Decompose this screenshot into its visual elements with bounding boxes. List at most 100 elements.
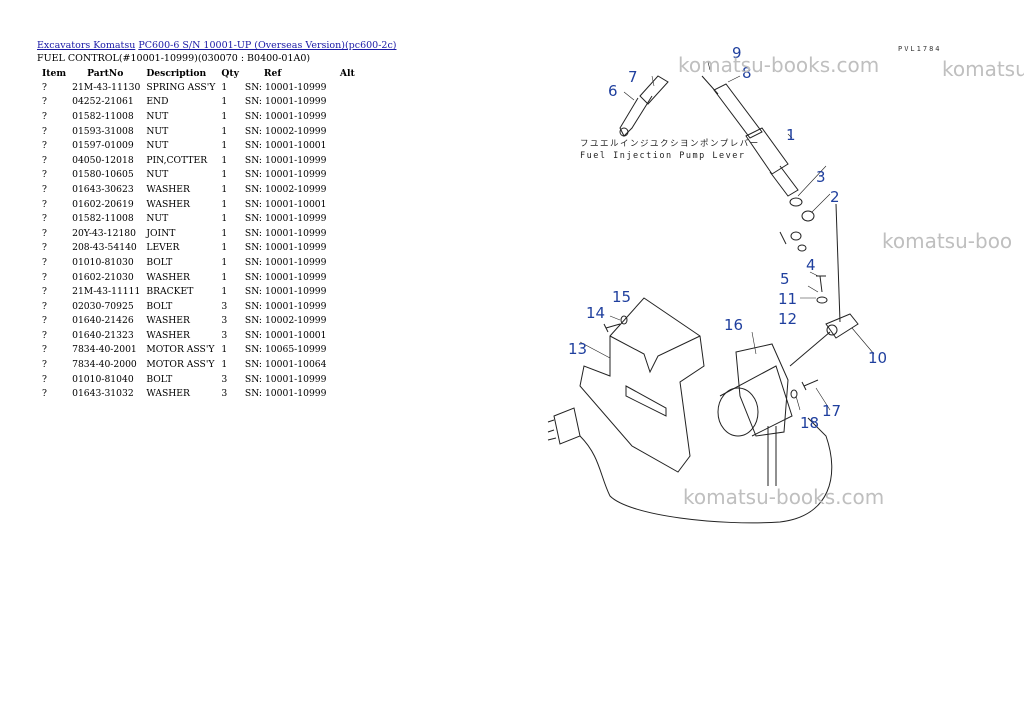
cell-partno: 01010-81030 (72, 256, 134, 268)
cell-partno: 20Y-43-12180 (72, 227, 136, 239)
cell-item: ? (42, 271, 47, 283)
breadcrumb-link-excavators[interactable]: Excavators Komatsu (37, 40, 136, 51)
cell-qty: 3 (221, 373, 228, 385)
cell-item: ? (42, 359, 47, 371)
cell-description: SPRING ASS'Y (146, 81, 216, 93)
header-description: Description (146, 67, 207, 79)
parts-diagram: フユエルインジユクシヨンポンプレバー Fuel Injection Pump L… (547, 44, 887, 524)
cell-description: WASHER (146, 198, 190, 210)
cell-item: ? (42, 344, 47, 356)
bolt-14 (603, 323, 621, 333)
cell-description: NUT (146, 110, 169, 122)
cell-description: NUT (146, 169, 169, 181)
cell-item: ? (42, 81, 47, 93)
cell-ref: SN: 10001-10999 (244, 154, 327, 166)
cell-qty: 1 (221, 110, 228, 122)
callout-8: 8 (742, 64, 752, 82)
cell-partno: 01643-31032 (72, 388, 134, 400)
cell-partno: 7834-40-2001 (72, 344, 137, 356)
cell-description: NUT (146, 140, 169, 152)
joint-10 (825, 313, 859, 339)
cell-ref: SN: 10001-10001 (244, 140, 327, 152)
leader-lines (579, 61, 875, 411)
watermark-top: komatsu-books.com (678, 53, 880, 77)
cell-qty: 1 (221, 198, 228, 210)
cell-description: BRACKET (146, 286, 194, 298)
caption-japanese: フユエルインジユクシヨンポンプレバー (580, 139, 760, 149)
cell-description: MOTOR ASS'Y (146, 359, 215, 371)
cell-partno: 01010-81040 (72, 373, 134, 385)
cell-partno: 7834-40-2000 (72, 359, 137, 371)
cell-description: WASHER (146, 183, 190, 195)
breadcrumb-link-model[interactable]: PC600-6 S/N 10001-UP (Overseas Version)(… (138, 40, 397, 51)
cell-partno: 21M-43-11111 (72, 286, 141, 298)
cell-partno: 04252-21061 (72, 96, 134, 108)
cell-item: ? (42, 227, 47, 239)
cell-partno: 04050-12018 (72, 154, 134, 166)
connector (553, 407, 581, 445)
cell-qty: 1 (221, 125, 228, 137)
cell-partno: 01580-10605 (72, 169, 134, 181)
cell-ref: SN: 10001-10999 (244, 373, 327, 385)
page-title: FUEL CONTROL(#10001-10999)(030070 : B040… (37, 53, 311, 64)
bracket-13-inner (609, 335, 701, 374)
washer-2 (801, 210, 815, 222)
cell-description: BOLT (146, 300, 173, 312)
cell-item: ? (42, 96, 47, 108)
cell-item: ? (42, 169, 47, 181)
cell-ref: SN: 10002-10999 (244, 315, 327, 327)
cell-qty: 3 (221, 300, 228, 312)
cell-item: ? (42, 300, 47, 312)
callout-10: 10 (868, 349, 887, 367)
nut-small (797, 244, 807, 252)
washer-15 (620, 315, 628, 325)
cell-qty: 3 (221, 388, 228, 400)
cell-description: NUT (146, 125, 169, 137)
callout-18: 18 (800, 414, 819, 432)
cell-item: ? (42, 183, 47, 195)
cell-description: NUT (146, 213, 169, 225)
cell-ref: SN: 10001-10999 (244, 96, 327, 108)
cell-ref: SN: 10001-10001 (244, 198, 327, 210)
cell-ref: SN: 10001-10999 (244, 271, 327, 283)
cell-item: ? (42, 286, 47, 298)
spring-assy-end (769, 165, 799, 197)
callout-5: 5 (780, 270, 790, 288)
callout-12: 12 (778, 310, 797, 328)
cell-ref: SN: 10001-10999 (244, 388, 327, 400)
cell-item: ? (42, 242, 47, 254)
bracket-13-slot (625, 385, 667, 417)
cell-partno: 01643-30623 (72, 183, 134, 195)
spring-assy-rod (701, 75, 763, 139)
callout-7: 7 (628, 68, 638, 86)
cell-description: LEVER (146, 242, 180, 254)
wire-harness (579, 417, 833, 524)
cell-qty: 1 (221, 213, 228, 225)
cell-description: JOINT (146, 227, 176, 239)
washer-12 (816, 296, 828, 304)
watermark-middle-right: komatsu-boo (882, 229, 1013, 253)
cell-partno: 01602-20619 (72, 198, 134, 210)
drawing-code: PVL1784 (898, 45, 942, 53)
header-alt: Alt (339, 67, 355, 79)
callout-15: 15 (612, 288, 631, 306)
caption-english: Fuel Injection Pump Lever (580, 151, 745, 161)
callout-11: 11 (778, 290, 797, 308)
cell-description: WASHER (146, 388, 190, 400)
cell-qty: 3 (221, 315, 228, 327)
cell-ref: SN: 10001-10999 (244, 242, 327, 254)
joint-ball (826, 324, 838, 336)
callout-2: 2 (830, 188, 840, 206)
cell-partno: 01640-21426 (72, 315, 134, 327)
